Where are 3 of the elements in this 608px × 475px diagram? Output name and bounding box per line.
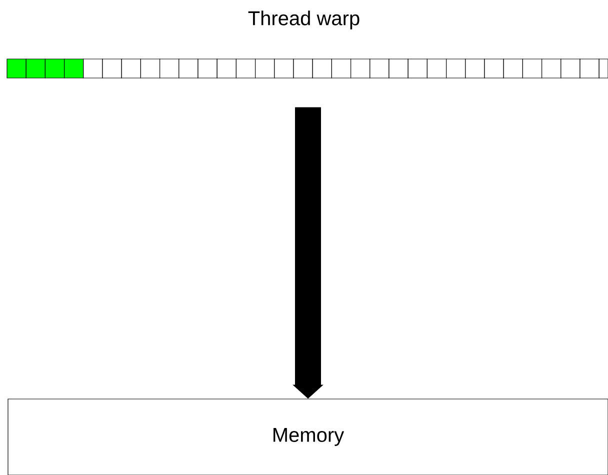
thread-cell-row (6, 58, 608, 78)
heading: Thread warp (248, 10, 360, 30)
memory-box: Memory (8, 398, 608, 475)
